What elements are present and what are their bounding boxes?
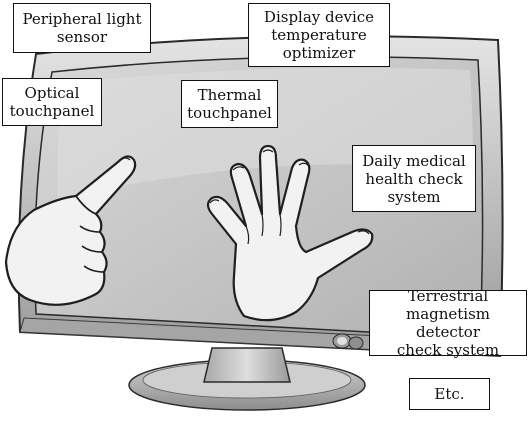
monitor-buttons bbox=[332, 333, 364, 350]
thermal-touchpanel-label: Thermal touchpanel bbox=[181, 80, 278, 128]
peripheral-light-sensor-label: Peripheral light sensor bbox=[13, 3, 151, 53]
terrestrial-magnetism-detector-label: Terrestrial magnetism detector check sys… bbox=[369, 287, 527, 359]
display-temperature-optimizer-label: Display device temperature optimizer bbox=[248, 3, 390, 67]
pointing-hand-icon bbox=[4, 155, 137, 306]
etc-label: Etc. bbox=[409, 378, 490, 410]
medical-health-check-label: Daily medical health check system bbox=[352, 145, 476, 212]
optical-touchpanel-label: Optical touchpanel bbox=[2, 78, 102, 126]
monitor-stand bbox=[128, 347, 366, 411]
open-palm-icon bbox=[206, 144, 374, 322]
